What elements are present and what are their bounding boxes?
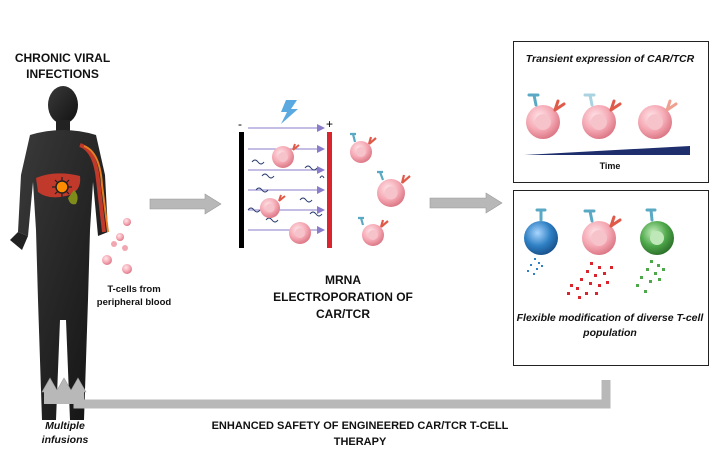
human-silhouette-icon	[10, 86, 109, 420]
transient-expression-label: Transient expression of CAR/TCR	[525, 53, 695, 65]
flexible-modification-label: Flexible modification of diverse T-cell …	[516, 312, 704, 339]
blood-tcells	[102, 218, 132, 274]
lightning-bolt-icon	[281, 100, 298, 124]
process-arrow-1	[149, 193, 222, 215]
tcells-source-label: T-cells from peripheral blood	[96, 284, 172, 308]
positive-sign: +	[326, 117, 333, 131]
multiple-infusions-label: Multiple infusions	[41, 420, 89, 446]
transient-expression-cells	[526, 93, 678, 139]
chronic-viral-infections-label: CHRONIC VIRAL INFECTIONS	[14, 51, 111, 81]
engineered-cells	[350, 132, 411, 246]
virus-icon	[52, 177, 72, 197]
flexible-modification-panel	[513, 190, 709, 366]
time-axis-label: Time	[599, 161, 621, 171]
negative-sign: -	[238, 117, 242, 131]
mrna-electroporation-label: MRNA ELECTROPORATION OF CAR/TCR	[273, 273, 413, 321]
time-wedge	[524, 146, 690, 155]
process-arrow-2	[429, 192, 503, 214]
feedback-loop-arrow	[41, 377, 611, 409]
enhanced-safety-label: ENHANCED SAFETY OF ENGINEERED CAR/TCR T-…	[211, 420, 509, 448]
electroporation-chamber	[239, 124, 332, 248]
diverse-tcell-population	[524, 208, 674, 299]
